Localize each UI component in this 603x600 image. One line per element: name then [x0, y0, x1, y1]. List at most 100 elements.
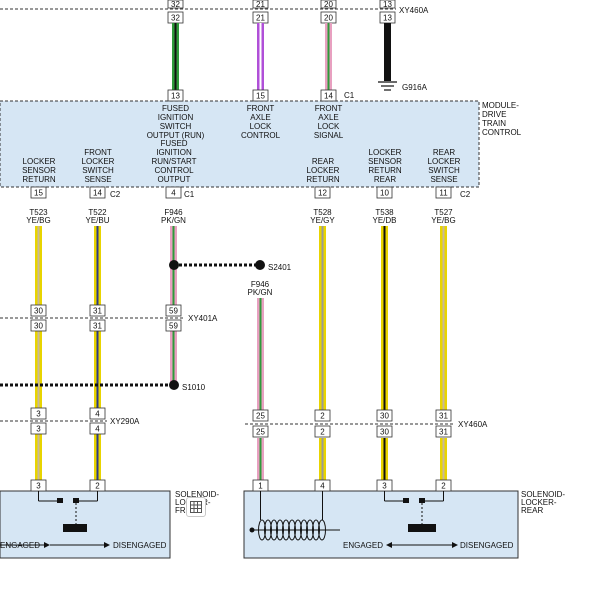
- pin: 21: [256, 0, 265, 9]
- pin: 3: [36, 410, 41, 419]
- wire-id: F946: [251, 280, 270, 289]
- circuit-text: FRONT: [315, 104, 343, 113]
- pin: 20: [324, 14, 333, 23]
- wire-color: YE/BG: [26, 216, 50, 225]
- pin: 11: [439, 189, 448, 198]
- connector-label: C1: [344, 91, 355, 100]
- wire-color: YE/DB: [372, 216, 396, 225]
- wire-id: T523: [29, 208, 48, 217]
- solenoid-state: ENGAGED: [0, 541, 40, 550]
- pin: 59: [169, 322, 178, 331]
- pin: 4: [95, 425, 100, 434]
- solenoid-name: SOLENOID-: [175, 490, 219, 499]
- solenoid-state: DISENGAGED: [460, 541, 514, 550]
- circuit-text: AXLE: [250, 113, 270, 122]
- connector-xy460a-top: 32 21 20 13 32 21 20 13 XY460A: [0, 0, 429, 24]
- circuit-text: RETURN: [22, 175, 56, 184]
- solenoid-name: LOCKER-: [521, 498, 557, 507]
- circuit-text: REAR: [433, 148, 455, 157]
- pin: 1: [258, 482, 263, 491]
- pin: 20: [324, 0, 333, 9]
- solenoid-name: FR: [175, 506, 186, 515]
- circuit-text: SENSOR: [22, 166, 56, 175]
- module-name-line: CONTROL: [482, 128, 522, 137]
- circuit-text: FUSED: [162, 104, 189, 113]
- connector-label: XY290A: [110, 417, 140, 426]
- pin: 30: [34, 307, 43, 316]
- solenoid-name: SOLENOID-: [521, 490, 565, 499]
- circuit-text: FRONT: [84, 148, 112, 157]
- table-icon-glyph: [190, 501, 202, 513]
- pin: 2: [320, 412, 325, 421]
- solenoid-state: ENGAGED: [343, 541, 383, 550]
- circuit-text: SWITCH: [82, 166, 114, 175]
- module-name-line: DRIVE: [482, 110, 506, 119]
- pin: 4: [320, 482, 325, 491]
- pin: 14: [93, 189, 102, 198]
- circuit-text: LOCKER: [82, 157, 115, 166]
- splice-label: S1010: [182, 383, 206, 392]
- circuit-text: IGNITION: [158, 113, 194, 122]
- module-name-line: MODULE-: [482, 101, 519, 110]
- circuit-text: OUTPUT (RUN): [147, 131, 205, 140]
- pin: 25: [256, 412, 265, 421]
- circuit-text: FUSED: [160, 139, 187, 148]
- module-drive-train-control: MODULE- DRIVE TRAIN CONTROL 13 15 14 C1 …: [0, 89, 522, 199]
- pin: 59: [169, 307, 178, 316]
- connector-xy460a-bottom: 25 2 30 31 25 2 30 31 XY460A: [245, 409, 488, 438]
- circuit-text: SENSE: [84, 175, 111, 184]
- circuit-text: REAR: [312, 157, 334, 166]
- ground-label: G916A: [402, 83, 428, 92]
- wire-color: YE/BU: [85, 216, 109, 225]
- pin: 31: [439, 428, 448, 437]
- wire-color: PK/GN: [248, 288, 273, 297]
- connector-xy401a: 30 31 59 30 31 59 XY401A: [0, 304, 218, 332]
- pin: 12: [318, 189, 327, 198]
- pin: 15: [34, 189, 43, 198]
- circuit-text: SWITCH: [428, 166, 460, 175]
- pin: 4: [95, 410, 100, 419]
- pin: 32: [171, 14, 180, 23]
- wire-color: PK/GN: [161, 216, 186, 225]
- solenoid-name: REAR: [521, 506, 543, 515]
- pin: 15: [256, 92, 265, 101]
- circuit-text: LOCKER: [369, 148, 402, 157]
- wire-labels: T523 YE/BG T522 YE/BU F946 PK/GN T528 YE…: [26, 208, 455, 225]
- circuit-text: LOCKER: [307, 166, 340, 175]
- wire-id: F946: [164, 208, 183, 217]
- pin: 2: [441, 482, 446, 491]
- wire-color: YE/BG: [431, 216, 455, 225]
- connector-label: XY401A: [188, 314, 218, 323]
- wire-id: T527: [434, 208, 453, 217]
- circuit-text: SENSOR: [368, 157, 402, 166]
- wire-id: T528: [313, 208, 332, 217]
- circuit-text: LOCK: [318, 122, 340, 131]
- solenoid-state: DISENGAGED: [113, 541, 167, 550]
- top-wires: G916A: [172, 23, 428, 92]
- pin: 30: [380, 428, 389, 437]
- pin: 25: [256, 428, 265, 437]
- module-name-line: TRAIN: [482, 119, 506, 128]
- wire-color: YE/GY: [310, 216, 335, 225]
- table-icon[interactable]: [186, 497, 206, 517]
- circuit-text: CONTROL: [154, 166, 194, 175]
- circuit-text: CONTROL: [241, 131, 281, 140]
- pin: 21: [256, 14, 265, 23]
- circuit-text: IGNITION: [156, 148, 192, 157]
- splice-label: S2401: [268, 263, 292, 272]
- pin: 30: [380, 412, 389, 421]
- pin: 31: [93, 322, 102, 331]
- wire-id: T538: [375, 208, 394, 217]
- pin: 30: [34, 322, 43, 331]
- wire-id: T522: [88, 208, 107, 217]
- circuit-text: SENSE: [430, 175, 457, 184]
- solenoid-locker-rear: 1 4 3 2 ENGA: [243, 479, 565, 559]
- pin: 3: [382, 482, 387, 491]
- pin: 13: [383, 14, 392, 23]
- circuit-text: RETURN: [306, 175, 340, 184]
- connector-label: XY460A: [399, 6, 429, 15]
- circuit-text: RUN/START: [151, 157, 196, 166]
- splices: S2401 F946 PK/GN S1010: [0, 260, 292, 392]
- pin: 3: [36, 482, 41, 491]
